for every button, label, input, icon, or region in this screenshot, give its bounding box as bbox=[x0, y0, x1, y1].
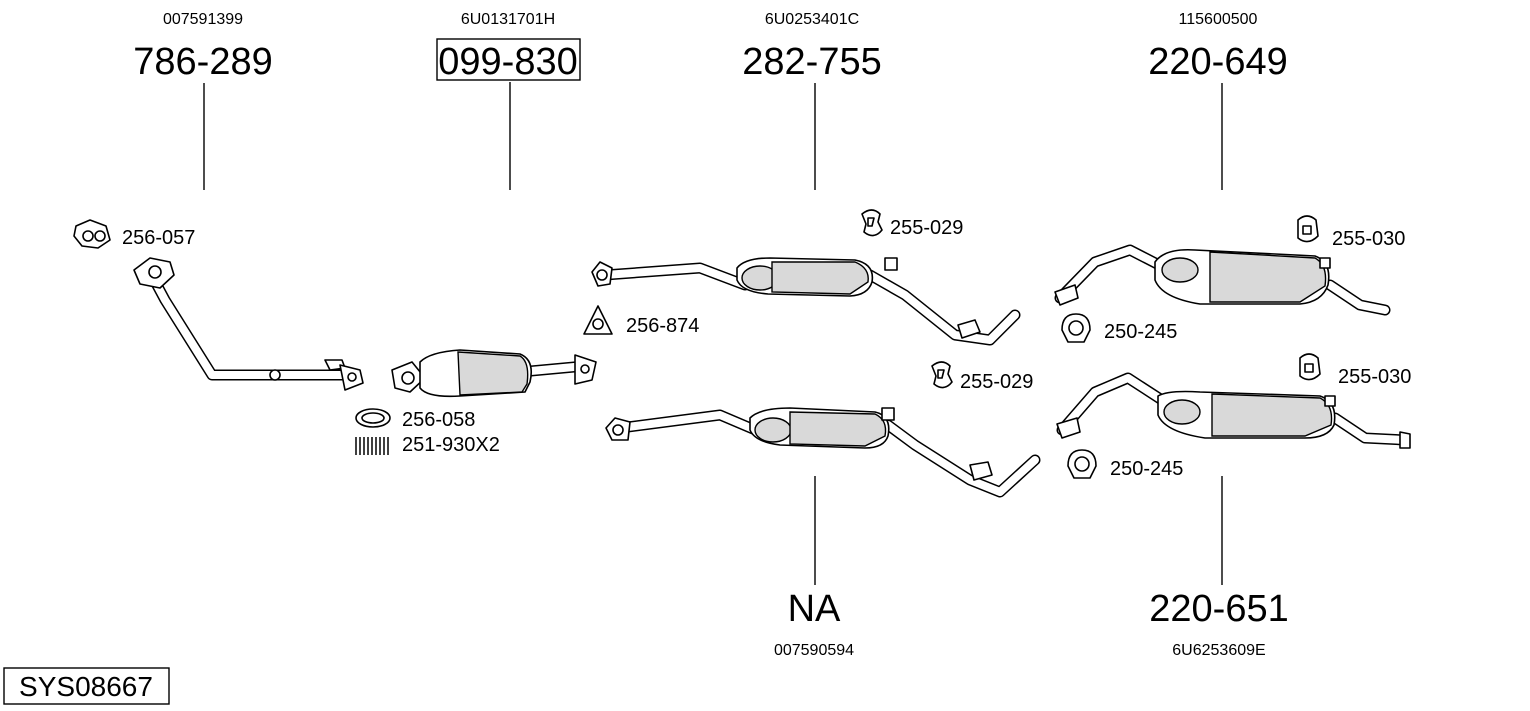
oem-number-na: 007590594 bbox=[774, 642, 854, 659]
rubber-hanger-icon bbox=[931, 361, 953, 389]
oem-number-099-830: 6U0131701H bbox=[461, 11, 555, 28]
rubber-hanger-icon bbox=[1297, 215, 1319, 243]
accessory-code: 255-030 bbox=[1338, 366, 1411, 388]
accessory-code: 256-058 bbox=[402, 409, 475, 431]
part-code-099-830: 099-830 bbox=[438, 41, 577, 83]
accessory-code: 255-029 bbox=[890, 217, 963, 239]
part-code-282-755: 282-755 bbox=[742, 41, 881, 83]
oem-number-220-651: 6U6253609E bbox=[1172, 642, 1265, 659]
ring-gasket-icon bbox=[355, 408, 391, 428]
accessory-code: 251-930X2 bbox=[402, 434, 500, 456]
rear-silencer-top-drawing bbox=[1054, 244, 1391, 316]
part-code-220-651: 220-651 bbox=[1149, 588, 1288, 630]
spring-icon bbox=[355, 437, 389, 455]
accessory-code: 250-245 bbox=[1104, 321, 1177, 343]
catalytic-converter-drawing bbox=[391, 349, 597, 398]
part-code-na: NA bbox=[788, 588, 841, 630]
accessory-code: 250-245 bbox=[1110, 458, 1183, 480]
clamp-icon bbox=[1061, 313, 1091, 343]
part-code-786-289: 786-289 bbox=[133, 41, 272, 83]
system-id: SYS08667 bbox=[19, 671, 153, 702]
system-id-box bbox=[3, 667, 170, 705]
front-pipe-drawing bbox=[133, 257, 364, 391]
middle-silencer-top-drawing bbox=[591, 257, 1021, 346]
accessory-code: 256-057 bbox=[122, 227, 195, 249]
oem-number-220-649: 115600500 bbox=[1179, 11, 1258, 28]
gasket-icon bbox=[73, 219, 111, 249]
triangle-gasket-icon bbox=[583, 305, 613, 335]
accessory-code: 255-029 bbox=[960, 371, 1033, 393]
rubber-hanger-icon bbox=[861, 209, 883, 237]
highlight-box bbox=[436, 38, 581, 81]
part-code-220-649: 220-649 bbox=[1148, 41, 1287, 83]
rubber-hanger-icon bbox=[1299, 353, 1321, 381]
middle-silencer-bottom-drawing bbox=[605, 407, 1041, 498]
oem-number-786-289: 007591399 bbox=[163, 11, 243, 28]
rear-silencer-bottom-drawing bbox=[1056, 372, 1411, 449]
oem-number-282-755: 6U0253401C bbox=[765, 11, 859, 28]
accessory-code: 255-030 bbox=[1332, 228, 1405, 250]
clamp-icon bbox=[1067, 449, 1097, 479]
accessory-code: 256-874 bbox=[626, 315, 699, 337]
